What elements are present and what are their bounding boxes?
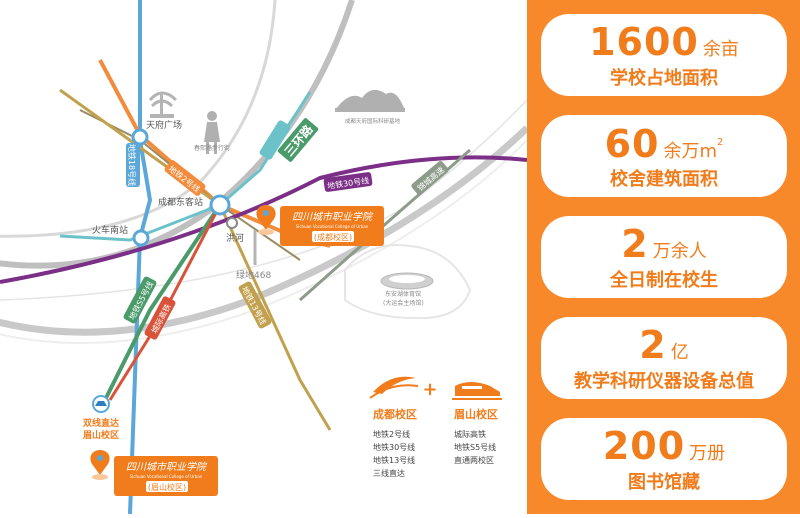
map-canvas: 地铁18号线 地铁2号线 地铁30号线 地铁13号线 地铁S5号线 城际高铁 锦…	[0, 0, 530, 515]
meishan-campus-marker: 双线直达 眉山校区 四川城市职业学院 Sichuan Vocational Co…	[83, 395, 218, 496]
svg-text:天府广场: 天府广场	[146, 119, 182, 131]
chengdu-campus-tag: (成都校区)	[314, 232, 352, 242]
meishan-caption-1: 双线直达	[83, 417, 119, 429]
plane-swoosh-icon	[369, 376, 419, 399]
outer-large-arc	[0, 99, 528, 301]
stat-unit: 余万m	[663, 141, 718, 162]
stat-value: 2	[639, 323, 667, 367]
line-label-30: 地铁30号线	[323, 172, 373, 192]
legend-chengdu-item: 地铁2号线	[373, 429, 410, 439]
stat-unit: 余亩	[702, 39, 739, 60]
legend-meishan-item: 直通两校区	[454, 455, 494, 465]
station-chengdu-east: 成都东客站	[158, 194, 231, 216]
high-speed-train-icon	[452, 382, 502, 400]
stadium-label-line2: (大运会主场馆)	[383, 299, 424, 307]
legend-chengdu-item: 地铁13号线	[373, 455, 415, 465]
legend: + 成都校区 眉山校区 地铁2号线 地铁30号线 地铁13号线 三线直达 城际高…	[369, 376, 502, 478]
legend-plus: +	[422, 379, 437, 400]
stat-description: 学校占地面积	[610, 68, 718, 89]
stadium-icon	[380, 272, 434, 290]
station-lvdi-label: 绿地468	[236, 269, 271, 281]
station-tianfu: 天府广场	[131, 119, 182, 146]
stat-value: 60	[604, 122, 660, 166]
chunxi-road-figure-icon	[204, 111, 220, 154]
chengdu-campus-logo-text: 四川城市职业学院	[292, 211, 374, 223]
legend-chengdu-title: 成都校区	[373, 407, 417, 421]
chengdu-campus-logo-subtitle: Sichuan Vocational College of Urban	[296, 224, 369, 229]
legend-meishan-item: 城际高铁	[454, 429, 486, 439]
legend-chengdu-item: 地铁30号线	[373, 442, 415, 452]
lake-greenery	[344, 244, 472, 320]
legend-meishan-title: 眉山校区	[454, 407, 498, 421]
stat-value: 200	[602, 424, 686, 468]
line-label-teal	[259, 120, 291, 160]
stat-description: 图书馆藏	[628, 472, 700, 493]
line-label-18: 地铁18号线	[126, 143, 140, 187]
line-label-2: 地铁2号线	[164, 160, 206, 196]
mid-ring-road	[0, 0, 277, 238]
line-label-express: 锦城高速	[411, 161, 449, 195]
legend-meishan-item: 地铁S5号线	[454, 442, 496, 452]
stat-description: 校舍建筑面积	[610, 169, 718, 190]
station-chunxi-label: 春熙路步行街	[194, 144, 230, 152]
museum-landmark-icon	[335, 89, 405, 112]
meishan-campus-logo-text: 四川城市职业学院	[126, 461, 208, 473]
station-honghe: 洪河	[226, 217, 244, 244]
metro-s5-green	[103, 203, 222, 401]
chengdu-campus-marker: 四川城市职业学院 Sichuan Vocational College of U…	[256, 205, 384, 246]
meishan-caption-2: 眉山校区	[83, 429, 119, 441]
stat-unit: 万余人	[652, 241, 707, 262]
stat-value: 2	[621, 222, 649, 266]
stat-unit: 亿	[670, 342, 689, 363]
stat-value: 1600	[589, 20, 699, 64]
meishan-campus-logo-subtitle: Sichuan Vocational College of Urban	[130, 474, 203, 479]
legend-chengdu-item: 三线直达	[373, 468, 405, 478]
svg-text:洪河: 洪河	[226, 232, 244, 244]
meishan-campus-tag: (眉山校区)	[148, 482, 186, 492]
tianfu-square-landmark-icon	[148, 91, 178, 118]
stadium-label-line1: 东安湖体育馆	[385, 290, 421, 298]
stat-unit-superscript: 2	[717, 137, 724, 148]
svg-text:火车南站: 火车南站	[92, 224, 128, 236]
stat-description: 教学科研仪器设备总值	[574, 371, 754, 392]
stat-unit: 万册	[689, 443, 726, 464]
campus-location-map: 地铁18号线 地铁2号线 地铁30号线 地铁13号线 地铁S5号线 城际高铁 锦…	[0, 0, 530, 515]
svg-text:成都东客站: 成都东客站	[158, 196, 203, 208]
station-train-south: 火车南站	[92, 224, 150, 247]
svg-text:地铁18号线: 地铁18号线	[127, 144, 137, 186]
stat-description: 全日制在校生	[610, 270, 718, 291]
museum-label: 成都天府国际科研基地	[345, 117, 401, 125]
metro-line-18	[128, 0, 153, 515]
metro-line-30	[0, 155, 528, 284]
